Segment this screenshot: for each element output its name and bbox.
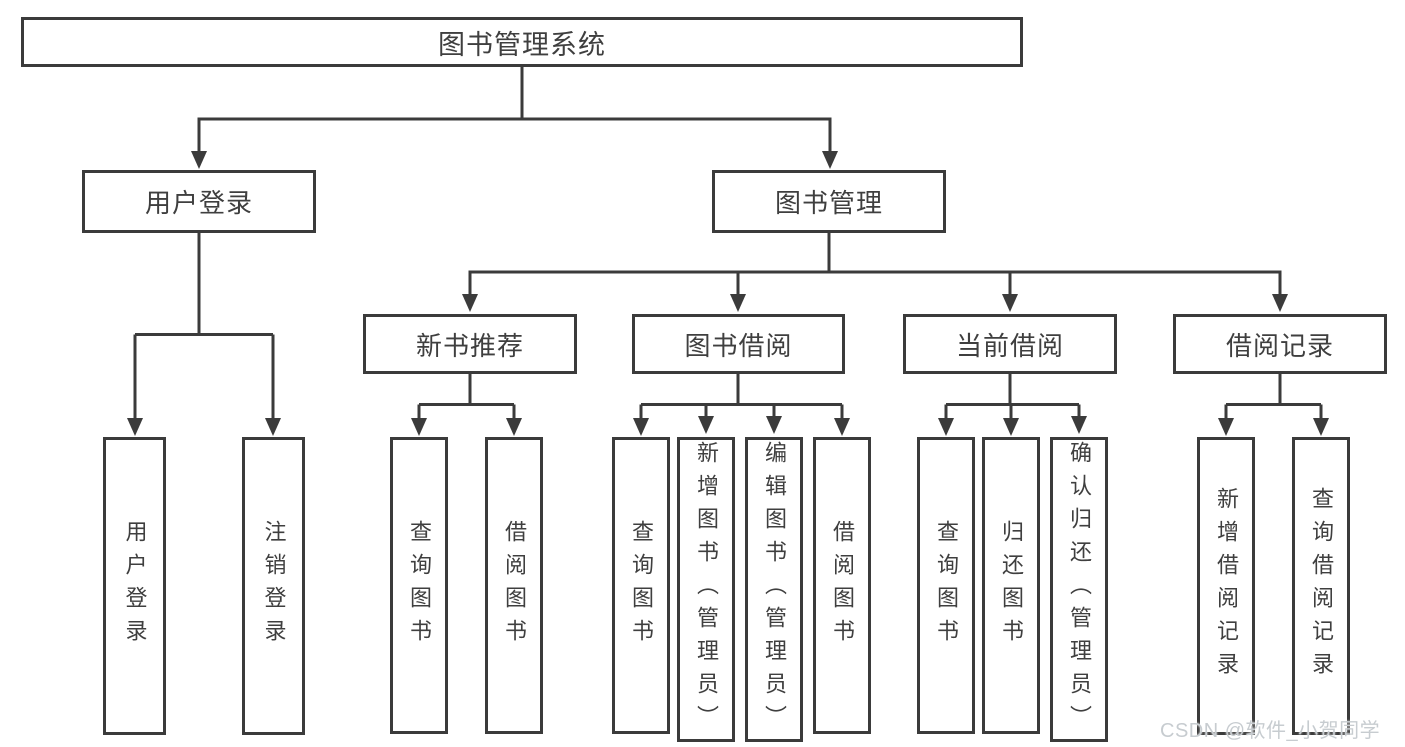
node-label: 当前借阅 [955, 330, 1064, 361]
node-label: 编辑图书（管理员） [762, 441, 787, 738]
node-book-management: 图书管理 [712, 170, 946, 233]
node-label: 图书管理 [774, 188, 883, 218]
node-label: 借阅图书 [502, 519, 527, 652]
node-label: 归还图书 [999, 519, 1024, 652]
node-label: 图书管理系统 [438, 29, 606, 60]
leaf-logout: 注销登录 [242, 437, 305, 735]
leaf-current-query-books: 查询图书 [917, 437, 975, 734]
connector-user-login-to-leaves [133, 233, 275, 419]
node-label: 图书借阅 [684, 330, 793, 361]
node-label: 用户登录 [144, 188, 253, 218]
node-current-borrowing: 当前借阅 [903, 314, 1117, 374]
node-borrowing-records: 借阅记录 [1173, 314, 1387, 374]
leaf-recommend-borrow-books: 借阅图书 [485, 437, 543, 734]
node-book-borrowing: 图书借阅 [632, 314, 845, 374]
node-label: 注销登录 [261, 520, 287, 652]
node-label: 新增图书（管理员） [694, 441, 719, 738]
node-label: 查询图书 [407, 519, 432, 652]
leaf-borrowing-edit-books-admin: 编辑图书（管理员） [745, 437, 803, 742]
leaf-query-borrow-record: 查询借阅记录 [1292, 437, 1350, 735]
leaf-current-return-books: 归还图书 [982, 437, 1040, 734]
leaf-current-confirm-return-admin: 确认归还（管理员） [1050, 437, 1108, 742]
node-label: 确认归还（管理员） [1067, 441, 1092, 738]
node-label: 借阅图书 [830, 519, 855, 652]
node-user-login: 用户登录 [82, 170, 316, 233]
leaf-add-borrow-record: 新增借阅记录 [1197, 437, 1255, 735]
leaf-recommend-query-books: 查询图书 [390, 437, 448, 734]
node-label: 借阅记录 [1225, 330, 1334, 361]
leaf-borrowing-borrow-books: 借阅图书 [813, 437, 871, 734]
connector-current-borrow-to-leaves [944, 374, 1081, 419]
connector-book-mgmt-to-level3 [468, 233, 1282, 295]
node-label: 查询图书 [934, 519, 959, 652]
connector-records-to-leaves [1224, 374, 1323, 419]
csdn-watermark: CSDN @软件_小贺同学 [1160, 720, 1381, 742]
node-library-management-system: 图书管理系统 [21, 17, 1023, 67]
connector-root-to-level2 [197, 67, 832, 152]
connector-new-book-to-leaves [417, 374, 516, 419]
leaf-borrowing-add-books-admin: 新增图书（管理员） [677, 437, 735, 742]
node-label: 用户登录 [122, 520, 148, 652]
node-label: 查询借阅记录 [1309, 487, 1334, 685]
leaf-borrowing-query-books: 查询图书 [612, 437, 670, 734]
node-new-book-recommend: 新书推荐 [363, 314, 577, 374]
leaf-user-login: 用户登录 [103, 437, 166, 735]
node-label: 查询图书 [629, 519, 654, 652]
node-label: 新增借阅记录 [1214, 487, 1239, 685]
connector-book-borrow-to-leaves [639, 374, 844, 419]
node-label: 新书推荐 [415, 330, 524, 361]
